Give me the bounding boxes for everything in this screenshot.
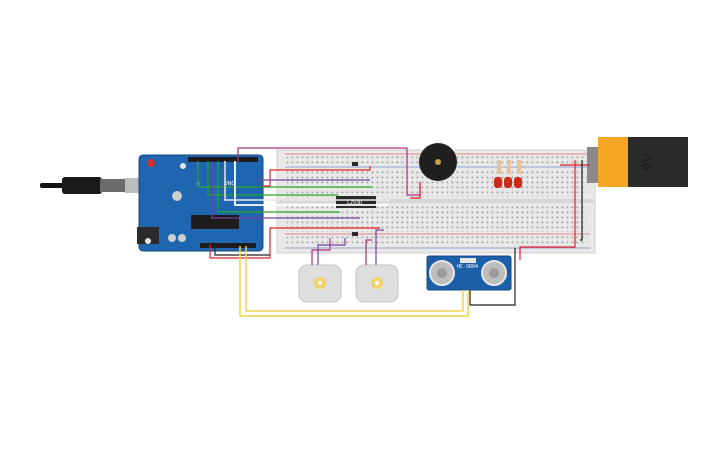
power-jack <box>137 227 159 244</box>
capacitor <box>352 162 358 166</box>
capacitor <box>352 232 358 236</box>
sensor-label: HC-SR04 <box>457 264 478 270</box>
led-2 <box>504 177 512 188</box>
dc-motor-left[interactable] <box>298 264 342 303</box>
led-group[interactable] <box>494 177 522 188</box>
led-1 <box>494 177 502 188</box>
led-3 <box>514 177 522 188</box>
resistors <box>497 160 521 174</box>
battery-9v[interactable]: 9V <box>587 137 688 187</box>
usb-cable[interactable] <box>40 177 141 194</box>
digital-header <box>188 157 258 162</box>
board-logo: UNO <box>224 181 235 187</box>
piezo-buzzer[interactable] <box>419 143 457 181</box>
battery-label: 9V <box>642 153 657 170</box>
wires <box>197 147 590 317</box>
power-analog-header <box>200 243 256 248</box>
dc-motor-right[interactable] <box>355 264 399 303</box>
reset-button[interactable] <box>147 159 155 167</box>
arduino-uno-board[interactable]: ∞ UNO <box>137 154 264 252</box>
driver-label: L293D <box>347 200 362 206</box>
motor-driver-ic[interactable]: L293D <box>336 196 376 208</box>
microcontroller-chip <box>191 215 239 229</box>
ultrasonic-sensor[interactable]: HC-SR04 <box>426 255 512 291</box>
